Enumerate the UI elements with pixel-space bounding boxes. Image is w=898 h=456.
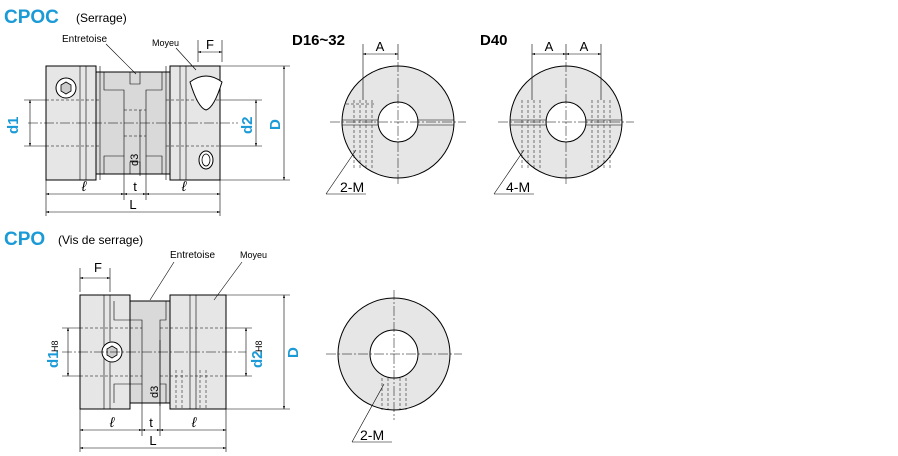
clamp-screw-icon <box>189 75 223 111</box>
cpoc-dim-D: D <box>267 119 284 130</box>
cpo-dim-d2: d2 <box>249 350 266 368</box>
cpo-dim-D: D <box>285 347 302 358</box>
cpoc-dim-d1: d1 <box>5 116 22 134</box>
cpo-title: CPO <box>4 229 45 250</box>
cpoc-dim-l-right: ℓ <box>181 178 187 194</box>
cpo-dim-d1: d1 <box>45 350 62 368</box>
cpoc-dim-d2: d2 <box>239 116 256 134</box>
d40-title: D40 <box>480 32 508 49</box>
cpoc-dim-d3: d3 <box>129 154 141 166</box>
cpo-label-hub: Moyeu <box>240 250 267 260</box>
d40-end-view <box>498 62 634 186</box>
d40-dim-A2: A <box>580 39 589 54</box>
cpo-dim-L: L <box>149 433 156 448</box>
cpo-label-spacer: Entretoise <box>170 250 215 261</box>
cpo-dim-F: F <box>94 260 102 275</box>
cpoc-side-view <box>28 65 238 181</box>
cpo-end-label: 2-M <box>360 427 384 443</box>
cpo-subtitle: (Vis de serrage) <box>58 233 143 247</box>
cpo-dim-l-left: ℓ <box>109 414 115 430</box>
cpo-dim-t: t <box>149 415 153 430</box>
d16-dim-A: A <box>376 39 385 54</box>
d16-end-view <box>330 62 466 186</box>
d40-dim-A1: A <box>545 39 554 54</box>
cpo-dim-d2-tol: H8 <box>254 340 264 352</box>
cpoc-title: CPOC <box>4 7 59 28</box>
cpo-dim-d3: d3 <box>149 386 161 398</box>
cpo-dim-l-right: ℓ <box>191 414 197 430</box>
cpo-end-view <box>326 290 462 420</box>
cpoc-dim-l-left: ℓ <box>81 178 87 194</box>
cpoc-label-hub: Moyeu <box>152 38 179 48</box>
d16-label: 2-M <box>340 179 364 195</box>
cpoc-dim-F: F <box>206 37 214 52</box>
cpoc-dim-L: L <box>129 197 136 212</box>
d16-title: D16~32 <box>292 32 345 49</box>
cpoc-dim-t: t <box>133 179 137 194</box>
cpo-dim-d1-tol: H8 <box>50 340 60 352</box>
d40-label: 4-M <box>506 179 530 195</box>
cpoc-label-spacer: Entretoise <box>62 34 107 45</box>
cpoc-subtitle: (Serrage) <box>76 11 127 25</box>
